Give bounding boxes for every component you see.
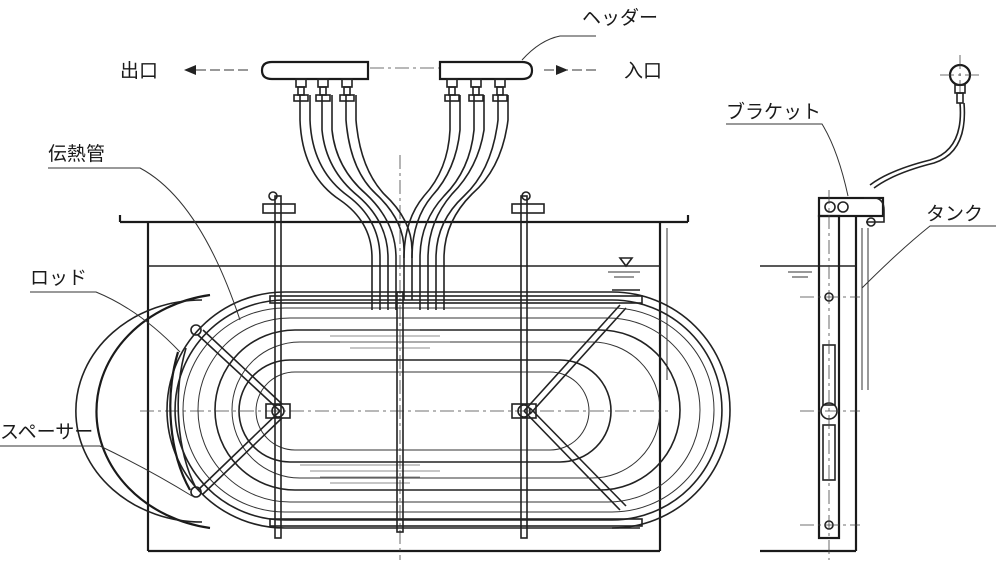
inlet-label: 入口	[624, 60, 662, 82]
side-support	[800, 190, 860, 560]
heat-tube-label: 伝熱管	[48, 143, 105, 165]
tank-front	[118, 215, 690, 553]
side-water-surface	[760, 265, 856, 278]
water-level-mark	[618, 257, 634, 268]
side-leader-lines	[726, 123, 996, 289]
vertical-supports	[262, 191, 545, 539]
bracket-side	[817, 196, 885, 227]
rod-label: ロッド	[30, 267, 87, 289]
outlet-arrow	[184, 65, 252, 75]
header-end-view	[869, 55, 980, 189]
inlet-arrow	[544, 65, 600, 75]
inlet-header	[438, 60, 534, 102]
rods	[269, 289, 643, 529]
spacer-label: スペーサー	[0, 421, 93, 443]
leader-lines	[0, 35, 596, 497]
tank-label: タンク	[926, 203, 983, 225]
liquid-hatching	[300, 329, 450, 484]
outlet-header	[260, 60, 370, 102]
tank-side	[760, 216, 869, 553]
header-label: ヘッダー	[582, 7, 658, 29]
spacer-ring	[75, 293, 211, 530]
riser-tubes	[299, 95, 509, 310]
bracket-label: ブラケット	[726, 100, 821, 123]
diagonal-braces	[190, 304, 627, 511]
front-view: ヘッダー 出口 入口 伝熱管 ロッド スペーサー	[0, 7, 731, 560]
heat-tube-coils	[166, 291, 731, 529]
side-view: ブラケット タンク	[726, 55, 996, 560]
outlet-label: 出口	[120, 60, 158, 82]
